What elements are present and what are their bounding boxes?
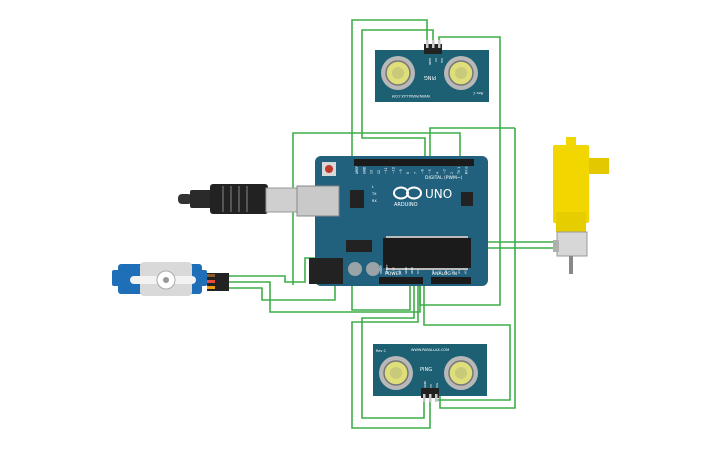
digital-pin-label: 4 <box>435 172 439 174</box>
bottom-sensor-pin-label: SIG <box>435 382 439 388</box>
top-sensor-pin-label: SIG <box>440 58 444 64</box>
wire-right-vertical[interactable] <box>439 128 516 409</box>
top-sensor-name: PING <box>424 74 436 80</box>
digital-pin-label: 13 <box>370 170 374 174</box>
dc-motor-icon[interactable] <box>553 137 609 274</box>
bottom-sensor-pin-label: GND <box>423 380 427 388</box>
board-brand: ARDUINO <box>394 202 418 208</box>
digital-pin-label: GND <box>362 166 366 174</box>
power-pin-label: RESET <box>385 264 389 274</box>
top-sensor-pin-label: 5V <box>434 58 438 63</box>
digital-pin-label: ~3 <box>443 169 447 174</box>
arduino-board-icon[interactable]: UNO ARDUINO DIGITAL (PWM~) POWER ANALOG … <box>296 156 488 286</box>
bottom-sensor-rev: Rev C <box>376 349 387 353</box>
analog-pin-label: A1 <box>438 270 442 274</box>
wire-top-sensor-5v[interactable] <box>361 29 434 163</box>
power-label: POWER <box>385 271 402 277</box>
digital-pin-label: ~6 <box>421 169 425 174</box>
wire-bottom-sensor-gnd[interactable] <box>351 280 431 429</box>
bottom-sensor-pin-label: 5V <box>429 383 433 388</box>
power-pin-label: 5V <box>398 269 402 274</box>
digital-pin-label: RX 0 <box>465 167 469 174</box>
bottom-sensor-name: PING <box>420 367 432 373</box>
analog-header[interactable] <box>431 277 471 284</box>
ultrasonic-sensor-icon <box>379 356 478 390</box>
wire-servo-1[interactable] <box>228 257 322 283</box>
arduino-logo-icon <box>393 186 422 200</box>
analog-pin-label: A5 <box>464 270 468 274</box>
wire-right-bus[interactable] <box>429 127 515 160</box>
power-pin-label: 3.3V <box>391 266 395 274</box>
digital-header[interactable] <box>354 159 474 166</box>
board-model: UNO <box>425 187 452 201</box>
digital-pin-label: 7 <box>413 172 417 174</box>
top-sensor-header[interactable] <box>424 44 442 54</box>
analog-pin-label: A2 <box>444 270 448 274</box>
digital-pin-label: ~11 <box>384 167 388 174</box>
digital-pin-label: 2 <box>450 172 454 174</box>
power-header[interactable] <box>379 277 423 284</box>
bottom-sensor-header[interactable] <box>421 388 439 398</box>
analog-pin-label: A4 <box>457 270 461 274</box>
top-sensor-url: WWW.PARALLAX.COM <box>392 94 430 98</box>
servo-icon[interactable] <box>112 262 229 296</box>
digital-pin-label: ~9 <box>399 169 403 174</box>
digital-pin-label: ~5 <box>428 169 432 174</box>
top-sensor-rev: Rev C <box>472 91 483 95</box>
digital-pin-label: AREF <box>355 166 359 174</box>
wire-servo-2[interactable] <box>228 281 421 313</box>
bottom-sensor-url: WWW.PARALLAX.COM <box>411 348 449 352</box>
power-pin-label: Vin <box>416 269 420 274</box>
power-pin-label: IOREF <box>379 265 383 274</box>
ultrasonic-sensor-icon <box>381 56 478 90</box>
led-label: TX <box>371 192 377 196</box>
digital-pin-label: TX 1 <box>457 167 461 175</box>
digital-pin-label: 8 <box>406 172 410 174</box>
wire-bottom-sensor-5v[interactable] <box>361 280 425 419</box>
analog-pin-label: A3 <box>451 270 455 274</box>
analog-pin-label: A0 <box>431 270 435 274</box>
digital-pin-label: ~10 <box>392 167 396 174</box>
led-label: RX <box>372 199 377 203</box>
analog-label: ANALOG IN <box>432 271 457 277</box>
digital-pin-label: 12 <box>377 170 381 174</box>
digital-header-label: DIGITAL (PWM~) <box>425 175 463 181</box>
power-pin-label: GND <box>404 266 408 274</box>
power-pin-label: GND <box>410 266 414 274</box>
led-labels: L TX RX <box>371 185 377 203</box>
usb-cable-icon[interactable] <box>178 184 301 214</box>
led-label: L <box>372 185 374 189</box>
top-sensor-pin-label: GND <box>428 58 432 66</box>
